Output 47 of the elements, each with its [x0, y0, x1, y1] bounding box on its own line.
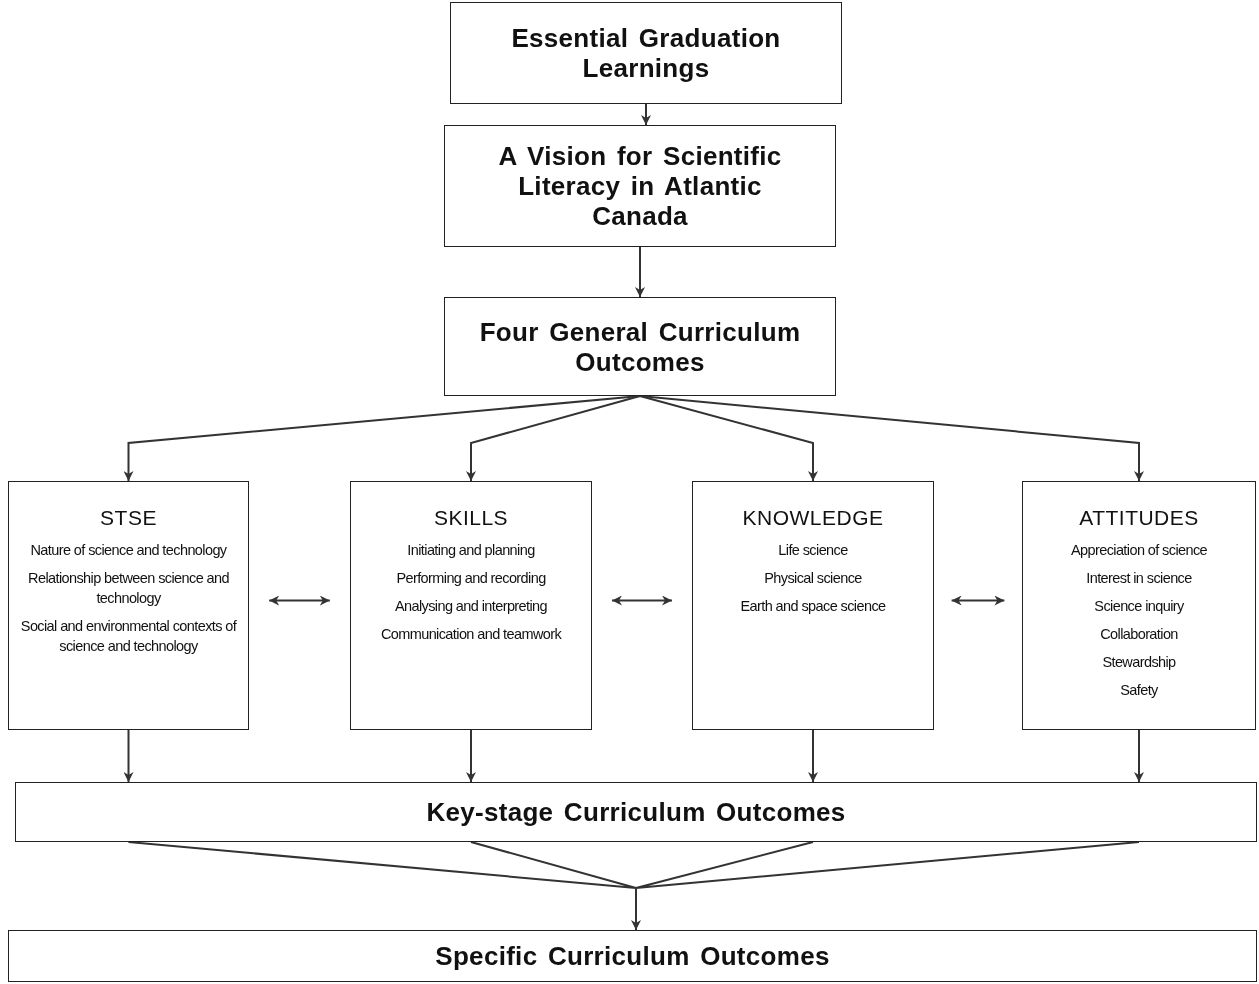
outcome-item: Analysing and interpreting	[393, 597, 549, 616]
title-box	[15, 782, 1257, 842]
box-title: Four General Curriculum Outcomes	[478, 316, 802, 377]
arrow	[127, 841, 1140, 931]
outcome-item: Social and environmental contexts of science and technology	[19, 617, 238, 656]
outcome-item: Performing and recording	[395, 569, 547, 588]
title-box	[8, 930, 1257, 982]
title-box	[444, 297, 836, 396]
title-box	[450, 2, 842, 104]
outcome-item: Relationship between science and technology	[27, 569, 230, 608]
category-heading: SKILLS	[433, 506, 509, 530]
box-title: A Vision for Scientific Literacy in Atlantic Canada	[497, 141, 783, 231]
arrow	[466, 395, 641, 482]
box-title: Key-stage Curriculum Outcomes	[426, 797, 846, 827]
outcome-item: Collaboration	[1099, 625, 1179, 644]
double-arrow	[611, 595, 673, 606]
outcome-item: Nature of science and technology	[29, 541, 228, 560]
title-box	[444, 125, 836, 247]
arrow	[466, 729, 476, 783]
outcome-box	[350, 481, 592, 730]
arrow	[1134, 729, 1144, 783]
arrow	[123, 729, 134, 783]
category-heading: STSE	[100, 506, 157, 530]
arrow	[639, 395, 818, 482]
outcome-item: Interest in science	[1085, 569, 1193, 588]
arrow	[808, 729, 818, 783]
arrow	[641, 103, 651, 126]
outcome-box	[8, 481, 249, 730]
outcome-box	[1022, 481, 1256, 730]
double-arrow	[268, 595, 331, 606]
outcome-item: Initiating and planning	[406, 541, 536, 560]
category-heading: ATTITUDES	[1079, 506, 1199, 530]
outcome-item: Stewardship	[1101, 653, 1177, 672]
arrow	[635, 246, 645, 298]
outcome-item: Communication and teamwork	[379, 625, 563, 644]
outcome-item: Science inquiry	[1093, 597, 1185, 616]
double-arrow	[950, 595, 1006, 606]
box-title: Specific Curriculum Outcomes	[435, 941, 830, 971]
outcome-item: Appreciation of science	[1069, 541, 1209, 560]
category-heading: KNOWLEDGE	[742, 506, 884, 530]
box-title: Essential Graduation Learnings	[510, 23, 782, 83]
outcome-item: Earth and space science	[739, 597, 887, 616]
outcome-item: Physical science	[763, 569, 863, 588]
outcome-box	[692, 481, 934, 730]
outcome-item: Life science	[777, 541, 849, 560]
arrow	[639, 395, 1144, 482]
outcome-item: Safety	[1119, 681, 1159, 700]
